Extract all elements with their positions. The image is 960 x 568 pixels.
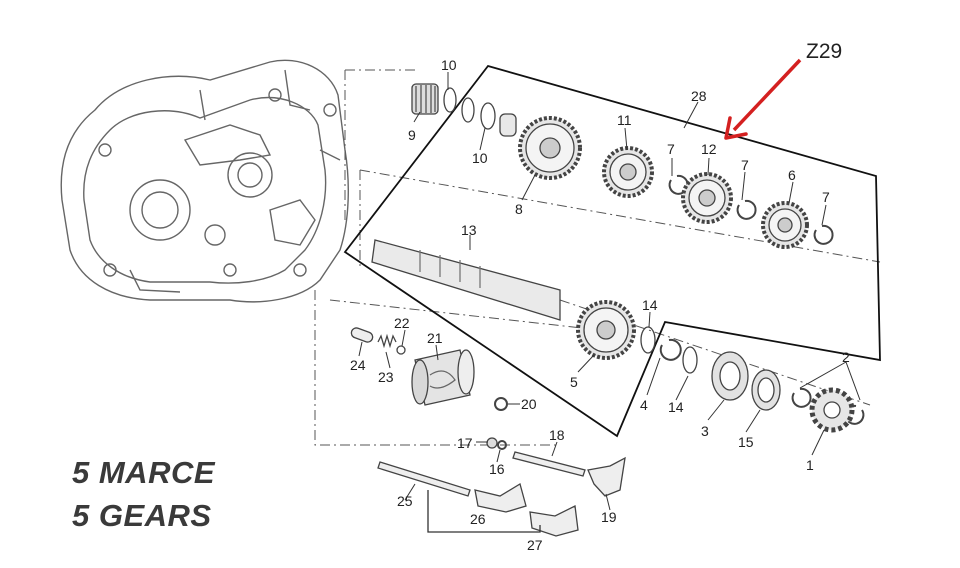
part-labels: 10 9 10 8 11 7 12 7 6 7 28 13 14 5 4 14 … [350,57,850,553]
label-part-7: 7 [822,189,830,205]
part-12-gear [681,172,733,224]
part-5-gear [576,300,636,360]
part-20-circlip [494,397,508,411]
label-part-21: 21 [427,330,443,346]
label-part-14: 14 [642,297,658,313]
parts [350,83,865,537]
part-17-washer [486,437,498,449]
part-13-mainshaft [371,239,561,321]
label-part-10: 10 [472,150,488,166]
part-11-gear [602,146,654,198]
label-part-7: 7 [741,157,749,173]
label-part-5: 5 [570,374,578,390]
label-part-19: 19 [601,509,617,525]
label-part-16: 16 [489,461,505,477]
part-15-oil-seal [751,369,781,411]
part-22-ball [396,345,406,355]
label-part-28: 28 [691,88,707,104]
leader-lines [358,72,861,511]
part-19-shift-fork [587,456,626,497]
part-10-washer-a [443,87,457,113]
part-14-washer-b [682,346,698,374]
caption-italian: 5 MARCE [72,455,216,490]
label-part-2: 2 [842,349,850,365]
part-3-ball-bearing [711,351,749,401]
part-18-fork-shaft [512,451,586,477]
label-part-7: 7 [667,141,675,157]
label-part-26: 26 [470,511,486,527]
group-outline-28 [343,64,881,438]
label-part-3: 3 [701,423,709,439]
label-part-6: 6 [788,167,796,183]
label-part-27: 27 [527,537,543,553]
part-8-gear [518,116,582,180]
part-16-circlip [497,440,507,450]
part-10-washer-c [480,102,496,130]
label-part-10: 10 [441,57,457,73]
part-10-washer-b [461,97,475,123]
part-9-needle-bearing [411,83,439,115]
part-27-shift-fork [529,505,579,537]
callout-label: Z29 [806,40,842,63]
callout-arrow [724,58,802,140]
label-part-9: 9 [408,127,416,143]
part-2-circlip-a [791,387,812,408]
bushing [499,113,517,137]
label-part-1: 1 [806,457,814,473]
label-part-20: 20 [521,396,537,412]
fork-bracket-line [427,490,541,533]
part-24-pin [350,327,374,343]
label-part-22: 22 [394,315,410,331]
label-part-23: 23 [378,369,394,385]
crankcase-illustration [60,59,349,303]
caption-english: 5 GEARS [72,498,212,533]
label-part-13: 13 [461,222,477,238]
part-14-washer-a [640,326,656,354]
label-part-24: 24 [350,357,366,373]
part-7-circlip-c [813,224,834,245]
label-part-14: 14 [668,399,684,415]
part-1-sprocket [809,387,855,433]
part-26-shift-fork [474,483,527,513]
part-21-gearshift-drum [411,349,475,406]
part-7-circlip-b [736,199,757,220]
label-part-17: 17 [457,435,473,451]
label-part-4: 4 [640,397,648,413]
label-part-25: 25 [397,493,413,509]
part-23-spring [377,333,397,349]
label-part-8: 8 [515,201,523,217]
part-25-fork-rod [377,461,471,497]
part-6-gear [761,201,809,249]
label-part-18: 18 [549,427,565,443]
label-part-15: 15 [738,434,754,450]
part-4-circlip [659,338,682,361]
label-part-11: 11 [617,112,632,128]
label-part-12: 12 [701,141,717,157]
